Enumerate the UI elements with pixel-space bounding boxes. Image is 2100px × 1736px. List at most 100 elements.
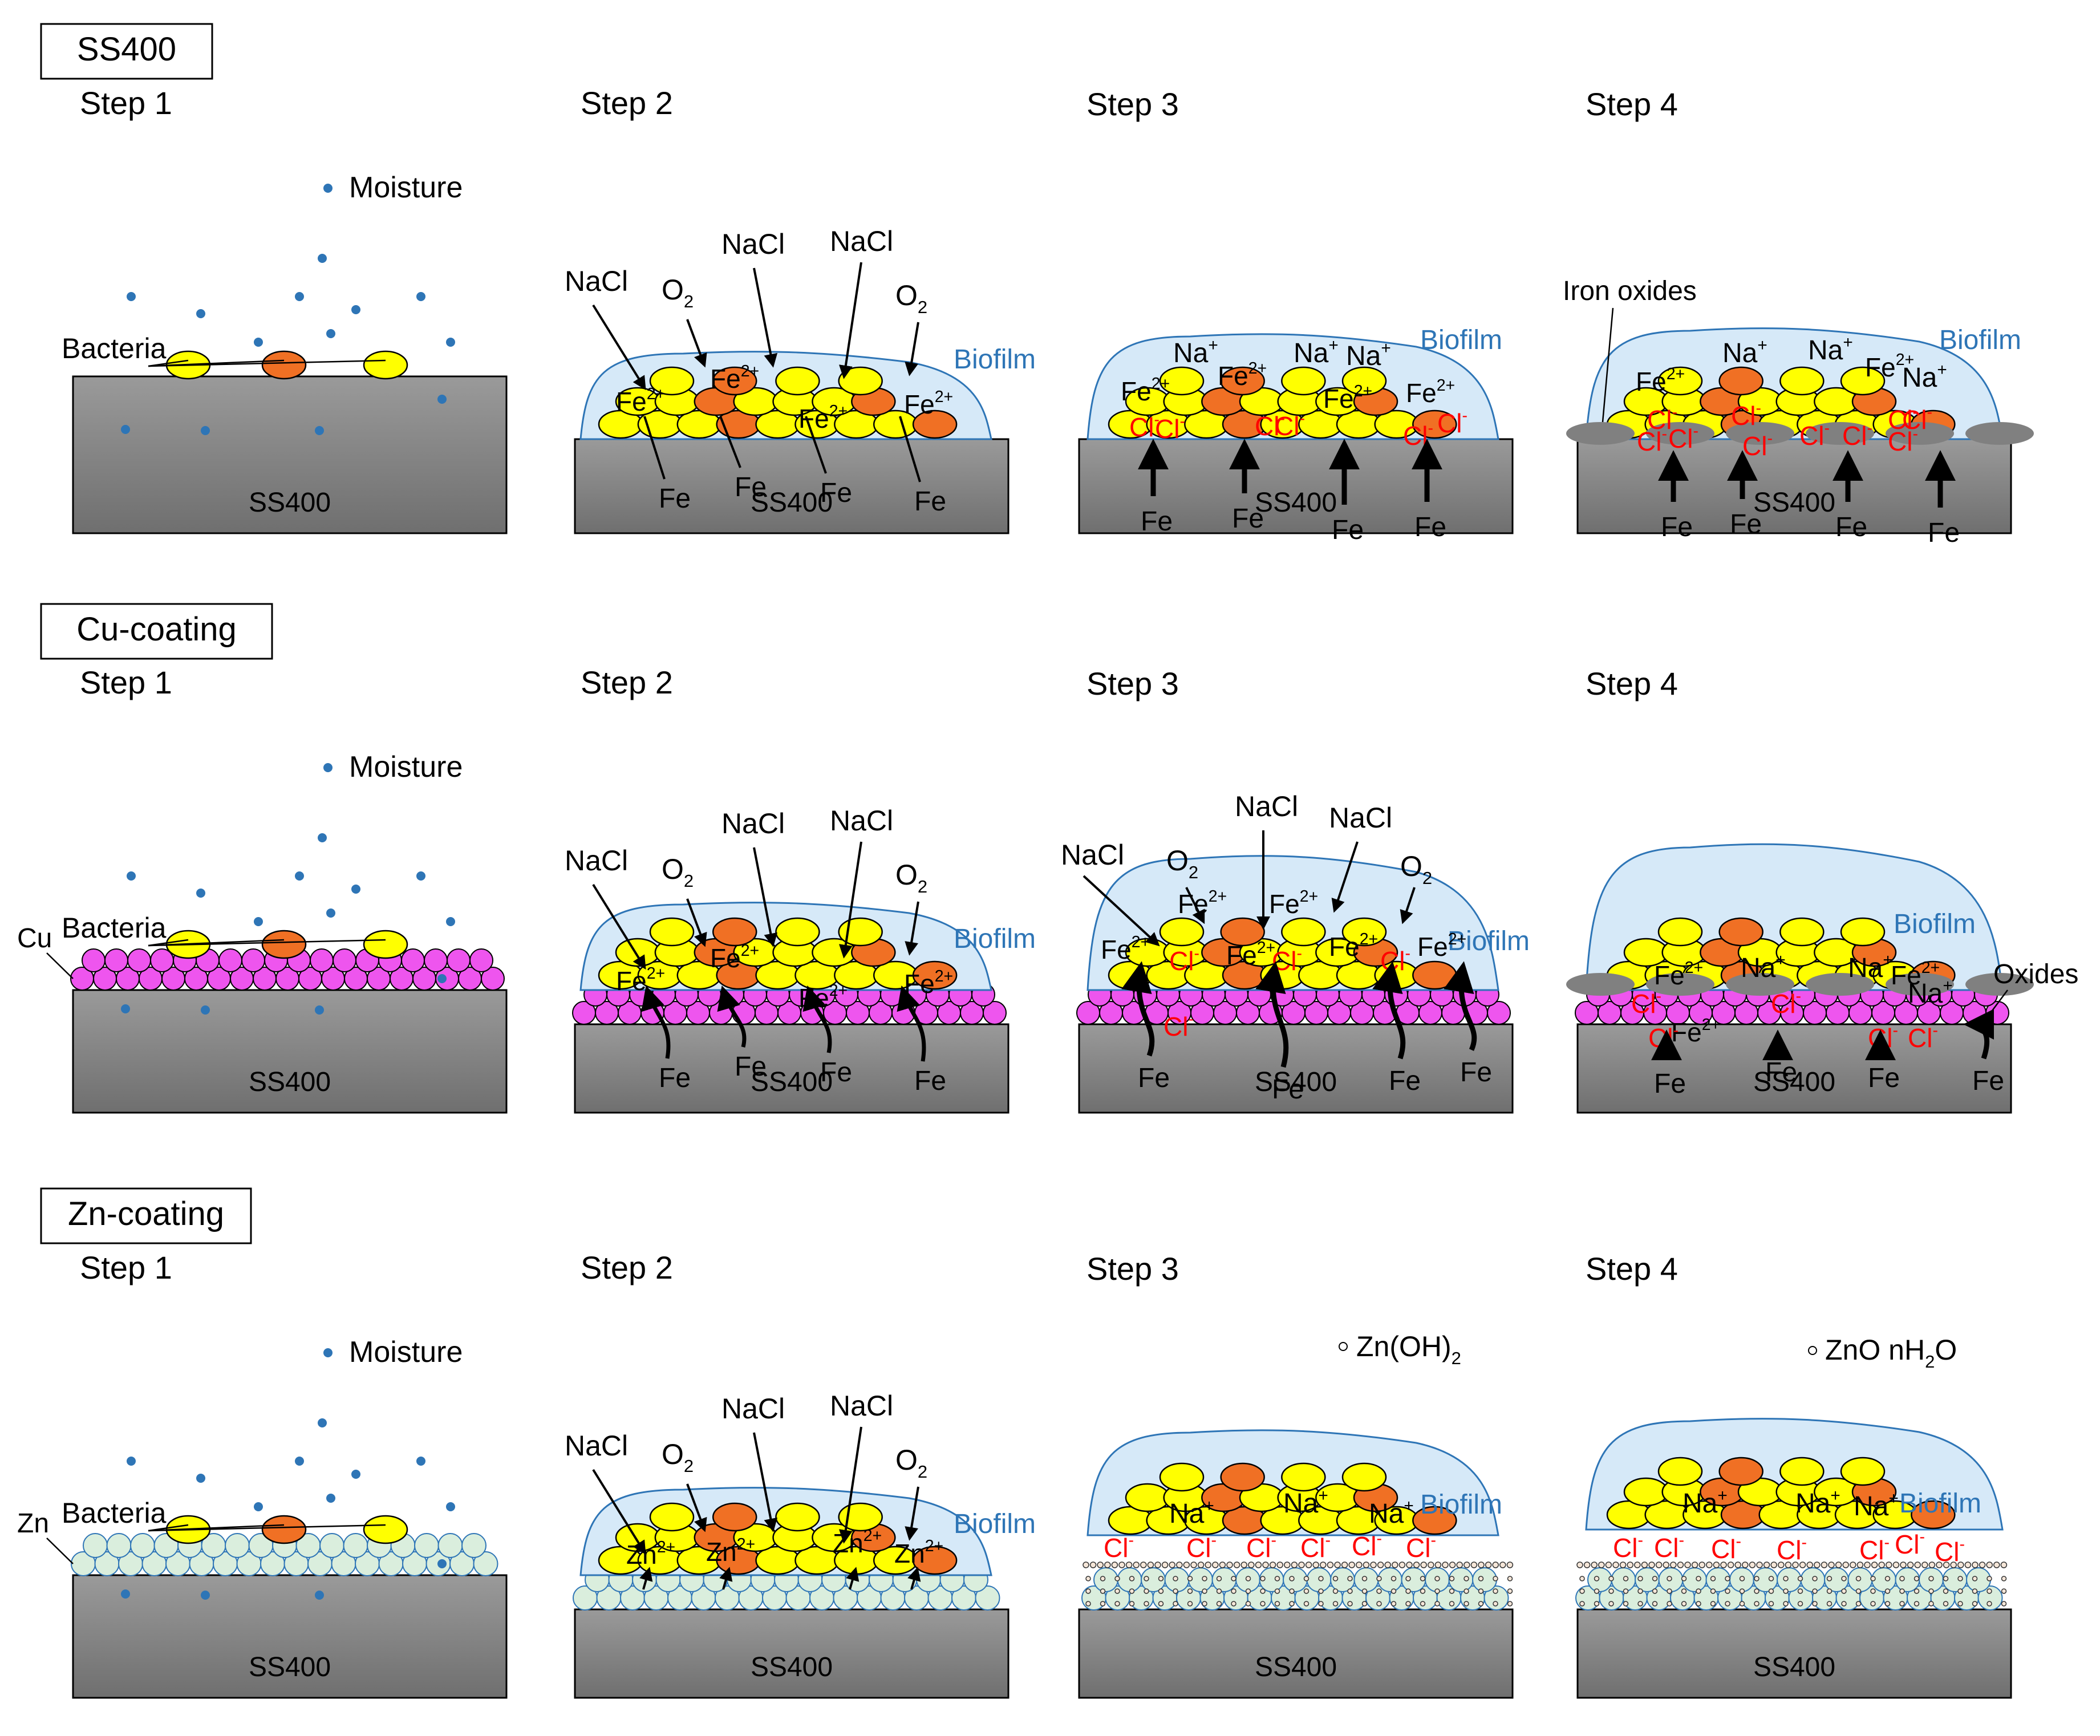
fe-diffusion-arrow xyxy=(1963,1009,1994,1060)
zn-product-particle xyxy=(1913,1601,1920,1607)
zn-product-particle xyxy=(1957,1588,1963,1594)
superscript: 2+ xyxy=(829,402,848,420)
zn-product-particle xyxy=(1583,1561,1591,1568)
zn-product-particle xyxy=(1870,1588,1876,1594)
step-label: Step 2 xyxy=(581,85,673,121)
zn-product-particle xyxy=(1698,1561,1705,1568)
zn-product-particle xyxy=(1637,1601,1643,1607)
superscript: - xyxy=(1299,409,1305,428)
bacterium xyxy=(1159,1462,1205,1492)
bacterium xyxy=(649,1502,695,1532)
zn-product-particle xyxy=(1594,1576,1600,1581)
zn-product-particle xyxy=(1405,1576,1411,1581)
zn-product-particle xyxy=(1289,1601,1295,1607)
zn-product-particle xyxy=(1456,1561,1463,1568)
zn-product-particle xyxy=(1878,1561,1885,1568)
bacterium xyxy=(649,917,695,947)
moisture-droplet xyxy=(121,1004,130,1013)
zn-product-particle xyxy=(1783,1601,1789,1607)
zn-product-particle xyxy=(1347,1601,1353,1607)
o2-label: O2 xyxy=(895,279,927,317)
leader-line xyxy=(148,1524,386,1532)
moisture-droplet xyxy=(295,871,304,881)
zn-product-particle xyxy=(1870,1576,1876,1581)
moisture-droplet xyxy=(326,1494,335,1503)
zn-product-particle xyxy=(1405,1588,1411,1594)
superscript: 2+ xyxy=(1209,887,1227,906)
zn-product-particle xyxy=(1097,1561,1104,1568)
zn-particle xyxy=(319,1533,344,1558)
zn-product-particle xyxy=(2001,1588,2007,1594)
zn-product-particle xyxy=(1390,1588,1397,1594)
bacterium xyxy=(1779,917,1825,947)
oxide-deposit xyxy=(1646,422,1714,445)
moisture-droplet xyxy=(437,974,447,983)
chloride-label: Cl- xyxy=(1777,1534,1807,1565)
superscript: 2+ xyxy=(1248,359,1267,378)
na-ion-label: Na+ xyxy=(1908,976,1953,1009)
superscript: - xyxy=(1673,1021,1679,1040)
zn-product-particle xyxy=(1434,1576,1440,1581)
superscript: - xyxy=(1462,407,1467,425)
nacl-label: NaCl xyxy=(721,1393,785,1425)
superscript: + xyxy=(1404,1496,1413,1515)
zn-particle xyxy=(437,1533,463,1558)
zn-product-particle xyxy=(1749,1561,1756,1568)
zn-product-particle xyxy=(1493,1601,1498,1607)
zn-product-particle xyxy=(1913,1576,1920,1581)
fe-ion-label: Fe2+ xyxy=(1654,959,1703,990)
bacterium xyxy=(1159,366,1205,396)
moisture-droplet xyxy=(254,338,263,347)
zn-product-particle xyxy=(1144,1601,1149,1607)
zn-product-particle xyxy=(1216,1588,1222,1594)
zn-product-particle xyxy=(1706,1561,1713,1568)
zn-product-particle xyxy=(1928,1561,1936,1568)
superscript: 2+ xyxy=(741,362,760,380)
moisture-droplet xyxy=(416,1457,425,1466)
zn-product-particle xyxy=(1219,1561,1226,1568)
moisture-droplet xyxy=(127,1457,136,1466)
zn-product-particle xyxy=(1652,1576,1658,1581)
subscript: 2 xyxy=(918,297,927,317)
ss400-substrate xyxy=(72,989,508,1114)
fe-ion-label: Fe2+ xyxy=(1101,933,1150,964)
row-title-box: Zn-coating xyxy=(40,1187,252,1244)
superscript: 2+ xyxy=(1257,939,1276,957)
superscript: - xyxy=(1884,1534,1890,1552)
zn-product-particle xyxy=(1792,1561,1799,1568)
oxide-deposit xyxy=(1806,973,1874,996)
zn-product-particle xyxy=(2000,1561,2008,1568)
arrow xyxy=(838,262,862,379)
zn-product-particle xyxy=(1884,1576,1891,1581)
bacterium xyxy=(1718,366,1763,396)
leader-line xyxy=(899,416,921,482)
moisture-droplet xyxy=(315,1591,324,1600)
fe-label: Fe xyxy=(659,1063,691,1093)
superscript: + xyxy=(1208,336,1218,355)
zn-product-particle xyxy=(1303,1588,1310,1594)
superscript: + xyxy=(1943,976,1952,995)
fe-label: Fe xyxy=(1460,1057,1492,1088)
bacterium xyxy=(363,1515,408,1544)
na-ion-label: Na+ xyxy=(1848,951,1893,983)
superscript: - xyxy=(1756,399,1761,417)
zn-product-particle xyxy=(1303,1576,1310,1581)
bacterium xyxy=(1657,917,1703,947)
zn-product-particle xyxy=(1202,1588,1207,1594)
zn-product-particle xyxy=(1828,1561,1835,1568)
zn-product-particle xyxy=(1928,1588,1934,1594)
subscript: 2 xyxy=(684,291,694,311)
moisture-droplet xyxy=(446,1502,455,1511)
zn-product-particle xyxy=(1725,1601,1730,1607)
chloride-label: Cl- xyxy=(1406,1531,1436,1563)
bacterium xyxy=(615,938,660,967)
zn-product-particle xyxy=(1492,1561,1499,1568)
zn-ion-label: Zn2+ xyxy=(833,1527,882,1558)
zn-product-particle xyxy=(1899,1601,1905,1607)
superscript: + xyxy=(1843,333,1852,352)
substrate-label: SS400 xyxy=(1753,1652,1835,1682)
zn-product-particle xyxy=(1914,1561,1921,1568)
superscript: - xyxy=(1919,1528,1925,1546)
zn-product-particle xyxy=(1871,1561,1878,1568)
